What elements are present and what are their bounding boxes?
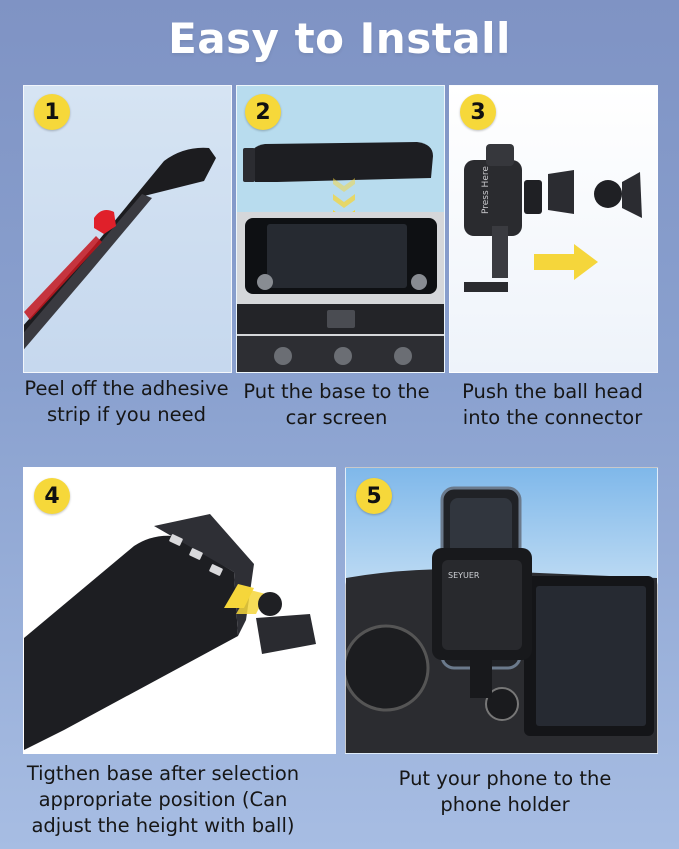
phone-holder-illustration: SEYUER	[346, 486, 657, 753]
step-1-badge: 1	[34, 94, 70, 130]
down-arrow-icon	[333, 194, 355, 208]
down-arrow-icon	[333, 178, 355, 192]
step-5-badge: 5	[356, 478, 392, 514]
step-3-panel: 3 Press Here	[449, 85, 658, 373]
press-here-label: Press Here	[481, 166, 491, 214]
ball-head-illustration: Press Here	[464, 144, 642, 292]
step-2-badge: 2	[245, 94, 281, 130]
step-2-panel: 2	[236, 85, 445, 373]
step-2-caption: Put the base to the car screen	[243, 380, 430, 429]
right-arrow-icon	[534, 244, 598, 280]
adhesive-strip-illustration	[24, 147, 216, 350]
step-4-panel: 4	[23, 467, 336, 754]
base-tighten-illustration	[24, 514, 316, 750]
step-4-caption: Tigthen base after selection appropriate…	[26, 762, 300, 837]
adhesive-tab-icon	[94, 210, 116, 234]
car-screen-illustration	[237, 142, 444, 372]
step-4-badge: 4	[34, 478, 70, 514]
page-title: Easy to Install	[168, 14, 511, 63]
step-1-panel: 1	[23, 85, 232, 373]
step-5-panel: 5 SEYUER	[345, 467, 658, 754]
up-arrow-icon	[236, 590, 266, 614]
step-3-badge: 3	[460, 94, 496, 130]
step-1-caption: Peel off the adhesive strip if you need	[24, 377, 229, 426]
brand-label: SEYUER	[448, 571, 480, 580]
step-3-caption: Push the ball head into the connector	[462, 380, 643, 429]
step-5-caption: Put your phone to the phone holder	[398, 767, 612, 816]
